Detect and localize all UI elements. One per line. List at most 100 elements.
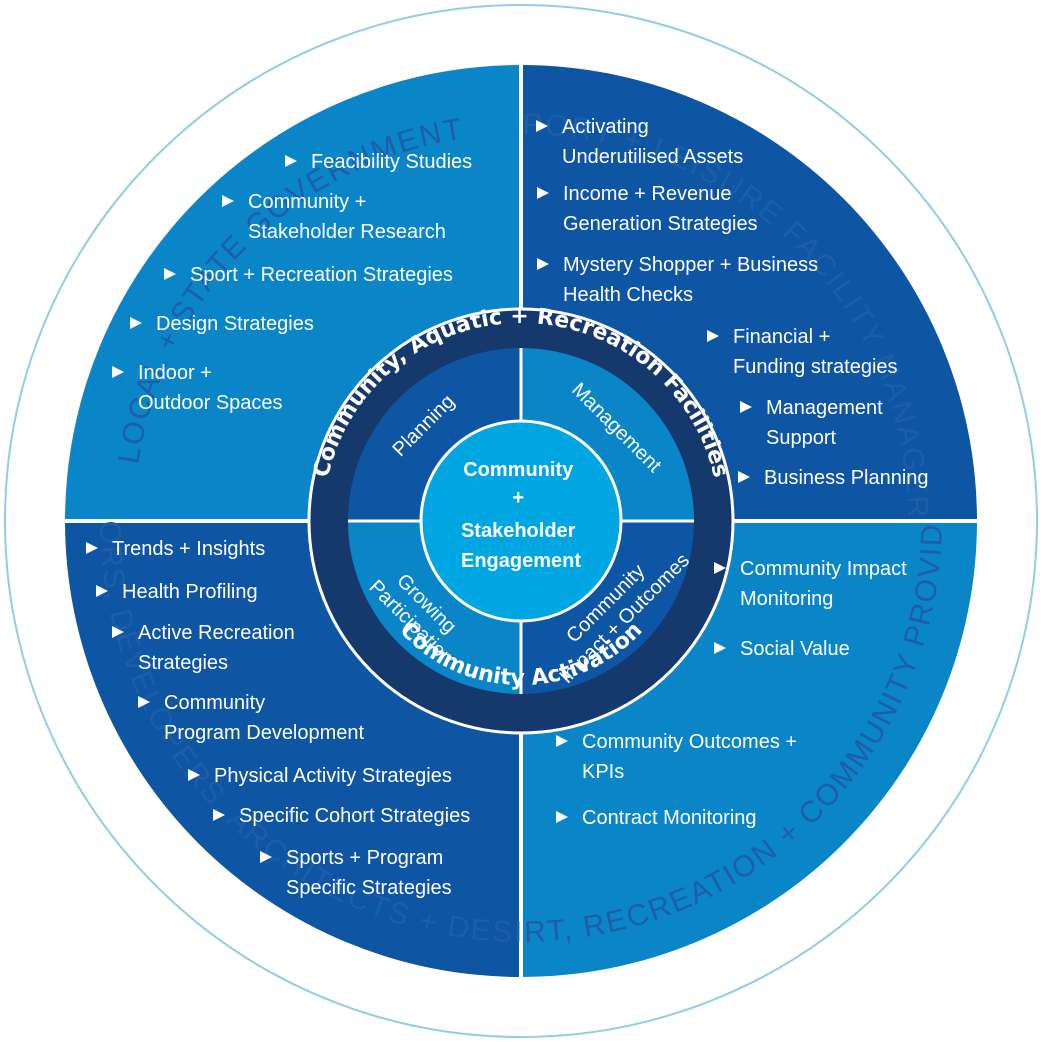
list-item-line: Health Checks [563,284,693,306]
list-item-line: Community + [248,191,366,213]
list-item-line: Contract Monitoring [582,807,757,829]
list-item-line: KPIs [582,761,624,783]
bullet-arrow-icon [164,268,176,280]
bullet-arrow-icon [86,542,98,554]
bullet-arrow-icon [536,120,548,132]
list-item-text: Sport + Recreation Strategies [190,264,453,286]
list-item-line: Indoor + [138,362,212,384]
list-item-line: Generation Strategies [563,213,758,235]
list-item-line: Design Strategies [156,313,314,335]
list-item-top-right-4: Financial + Funding strategies [707,326,898,378]
list-item-line: Community Outcomes + [582,731,797,753]
bullet-arrow-icon [222,195,234,207]
list-item-line: Community Impact [740,558,907,580]
list-item-top-right-6: Business Planning [738,467,929,489]
list-item-text: Indoor + Outdoor Spaces [138,362,283,414]
bullet-arrow-icon [130,317,142,329]
list-item-line: Mystery Shopper + Business [563,254,818,276]
list-item-text: Community Outcomes + KPIs [582,731,797,783]
center-label-line-3: Stakeholder [461,520,576,542]
list-item-line: Outdoor Spaces [138,392,283,414]
list-item-line: Underutilised Assets [562,146,743,168]
list-item-bottom-left-2: Health Profiling [96,581,258,603]
bullet-arrow-icon [96,585,108,597]
list-item-text: Feacibility Studies [311,151,472,173]
center-circle [419,419,623,623]
bullet-arrow-icon [188,769,200,781]
list-item-bottom-left-6: Specific Cohort Strategies [213,805,470,827]
list-item-line: Support [766,427,836,449]
list-item-bottom-left-5: Physical Activity Strategies [188,765,452,787]
center-label: Community + Stakeholder Engagement [461,459,581,572]
list-item-top-left-3: Sport + Recreation Strategies [164,264,453,286]
list-item-bottom-right-3: Community Outcomes + KPIs [556,731,797,783]
bullet-arrow-icon [556,735,568,747]
bullet-arrow-icon [738,471,750,483]
list-item-line: Sports + Program [286,847,443,869]
list-item-line: Physical Activity Strategies [214,765,452,787]
bullet-arrow-icon [112,366,124,378]
list-item-line: Social Value [740,638,850,660]
list-item-line: Specific Strategies [286,877,452,899]
center-label-line-2: + [512,487,524,509]
inner-band-edge [307,307,735,735]
list-item-line: Management [766,397,883,419]
list-item-text: Social Value [740,638,850,660]
list-item-text: Financial + Funding strategies [733,326,898,378]
list-item-line: Program Development [164,722,365,744]
list-item-line: Stakeholder Research [248,221,446,243]
list-item-line: Sport + Recreation Strategies [190,264,453,286]
list-item-line: Income + Revenue [563,183,731,205]
list-item-bottom-left-1: Trends + Insights [86,538,265,560]
bullet-arrow-icon [537,258,549,270]
list-item-line: Business Planning [764,467,929,489]
list-item-bottom-right-2: Social Value [714,638,850,660]
list-item-text: Specific Cohort Strategies [239,805,470,827]
list-item-text: Contract Monitoring [582,807,757,829]
list-item-line: Feacibility Studies [311,151,472,173]
list-item-text: Physical Activity Strategies [214,765,452,787]
bullet-arrow-icon [138,696,150,708]
bullet-arrow-icon [285,155,297,167]
list-item-line: Funding strategies [733,356,898,378]
bullet-arrow-icon [714,562,726,574]
list-item-line: Monitoring [740,588,833,610]
bullet-arrow-icon [707,330,719,342]
list-item-top-left-5: Indoor + Outdoor Spaces [112,362,283,414]
center-label-line-1: Community [463,459,574,481]
list-item-text: Business Planning [764,467,929,489]
bullet-arrow-icon [112,626,124,638]
list-item-text: Trends + Insights [112,538,265,560]
bullet-arrow-icon [213,809,225,821]
bullet-arrow-icon [714,642,726,654]
list-item-top-left-1: Feacibility Studies [285,151,472,173]
list-item-line: Financial + [733,326,830,348]
list-item-line: Community [164,692,265,714]
list-item-top-left-2: Community + Stakeholder Research [222,191,446,243]
list-item-line: Active Recreation [138,622,295,644]
list-item-text: Design Strategies [156,313,314,335]
list-item-line: Trends + Insights [112,538,265,560]
list-item-line: Activating [562,116,649,138]
bullet-arrow-icon [556,811,568,823]
